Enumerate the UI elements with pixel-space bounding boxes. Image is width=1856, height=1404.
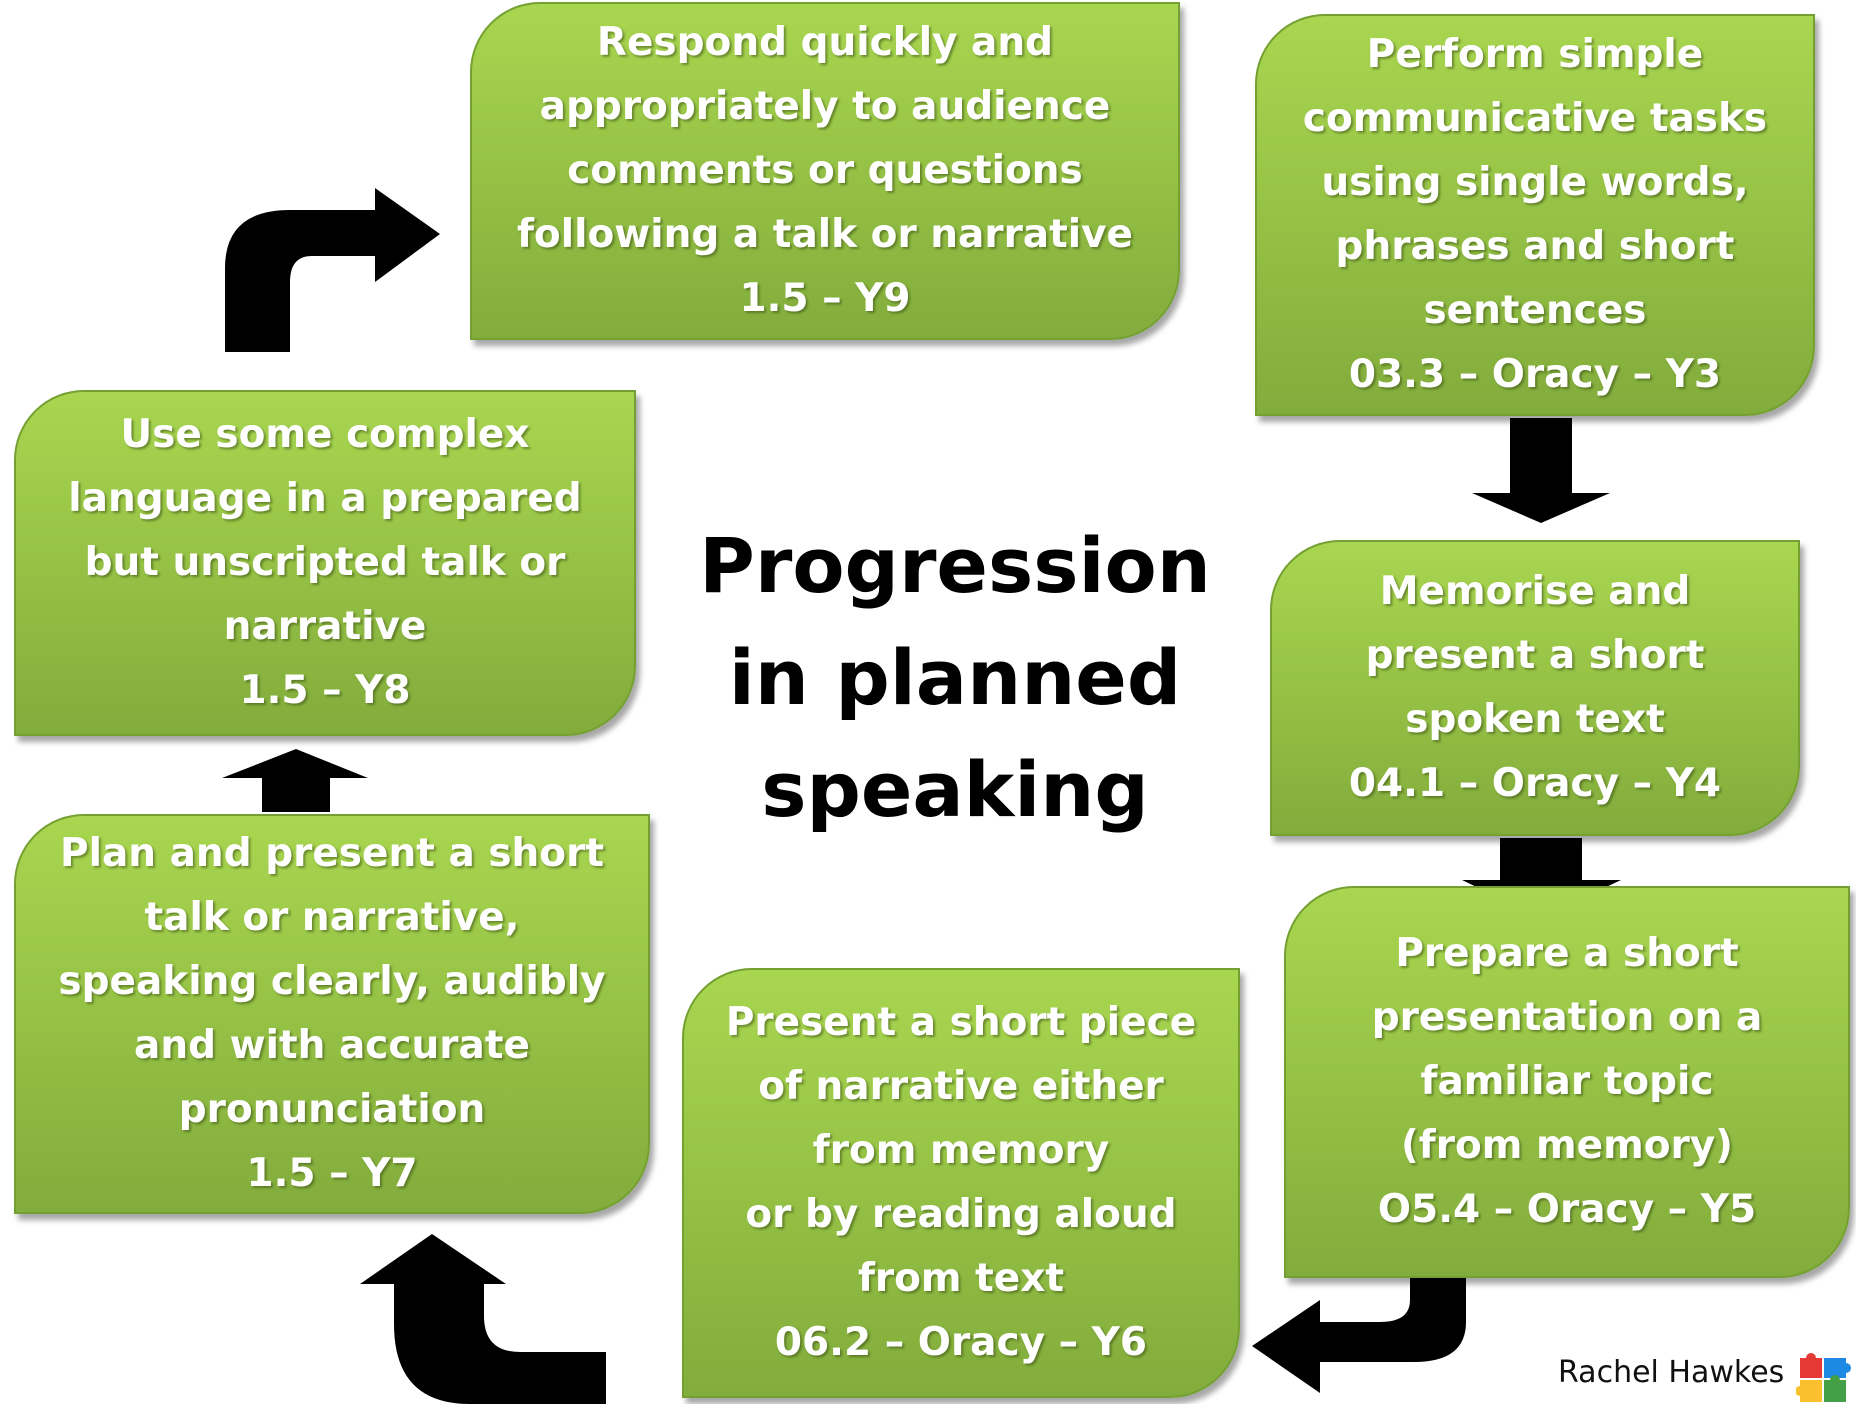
step-code: 06.2 – Oracy – Y6	[774, 1320, 1148, 1365]
step-text: or by reading aloud	[745, 1192, 1177, 1237]
step-text: but unscripted talk or	[84, 540, 566, 585]
step-text: comments or questions	[567, 148, 1083, 193]
diagram-title: Progression in planned speaking	[680, 510, 1230, 846]
step-text: using single words,	[1321, 160, 1749, 205]
brand-name: Rachel Hawkes	[1558, 1355, 1785, 1390]
step-text: pronunciation	[178, 1087, 486, 1132]
step-code: 1.5 – Y7	[246, 1151, 418, 1196]
step-text: speaking clearly, audibly	[58, 959, 606, 1004]
step-box-y4: Memorise and present a short spoken text…	[1270, 540, 1800, 836]
title-line: in planned	[728, 633, 1182, 722]
arrow-y7-to-y8	[222, 749, 368, 812]
step-box-y7: Plan and present a short talk or narrati…	[14, 814, 650, 1214]
step-text: Perform simple	[1366, 32, 1704, 77]
step-text: Respond quickly and	[596, 20, 1054, 65]
step-text: narrative	[223, 604, 427, 649]
step-text: following a talk or narrative	[516, 212, 1134, 257]
step-box-y8: Use some complex language in a prepared …	[14, 390, 636, 736]
step-text: spoken text	[1405, 697, 1665, 742]
step-text: Prepare a short	[1395, 931, 1739, 976]
arrow-y3-to-y4	[1472, 418, 1610, 523]
step-box-y5: Prepare a short presentation on a famili…	[1284, 886, 1850, 1278]
step-text: familiar topic	[1420, 1059, 1714, 1104]
step-text: talk or narrative,	[144, 895, 520, 940]
step-text: from text	[857, 1256, 1065, 1301]
arrow-y8-to-y9	[225, 188, 440, 352]
step-code: 1.5 – Y9	[739, 276, 911, 321]
arrow-y6-to-y7	[360, 1234, 606, 1404]
step-text: from memory	[812, 1128, 1110, 1173]
step-text: present a short	[1365, 633, 1705, 678]
arrow-y5-to-y6	[1252, 1278, 1466, 1393]
step-text: sentences	[1423, 288, 1647, 333]
step-box-y3: Perform simple communicative tasks using…	[1255, 14, 1815, 416]
step-box-y6: Present a short piece of narrative eithe…	[682, 968, 1240, 1398]
step-text: and with accurate	[134, 1023, 530, 1068]
title-line: speaking	[761, 745, 1149, 834]
step-code: 03.3 – Oracy – Y3	[1348, 352, 1722, 397]
step-code: O5.4 – Oracy – Y5	[1377, 1187, 1757, 1232]
step-text: Memorise and	[1379, 569, 1691, 614]
step-code: 1.5 – Y8	[239, 668, 411, 713]
step-text: phrases and short	[1335, 224, 1735, 269]
step-text: Present a short piece	[725, 1000, 1197, 1045]
step-text: of narrative either	[758, 1064, 1164, 1109]
step-text: presentation on a	[1371, 995, 1763, 1040]
puzzle-pieces-icon	[1796, 1353, 1851, 1402]
step-box-y9: Respond quickly and appropriately to aud…	[470, 2, 1180, 340]
step-text: Use some complex	[120, 412, 530, 457]
title-line: Progression	[699, 521, 1211, 610]
step-text: communicative tasks	[1302, 96, 1768, 141]
step-code: 04.1 – Oracy – Y4	[1348, 761, 1722, 806]
step-text: appropriately to audience	[539, 84, 1111, 129]
step-text: (from memory)	[1400, 1123, 1734, 1168]
step-text: language in a prepared	[68, 476, 582, 521]
step-text: Plan and present a short	[60, 831, 604, 876]
